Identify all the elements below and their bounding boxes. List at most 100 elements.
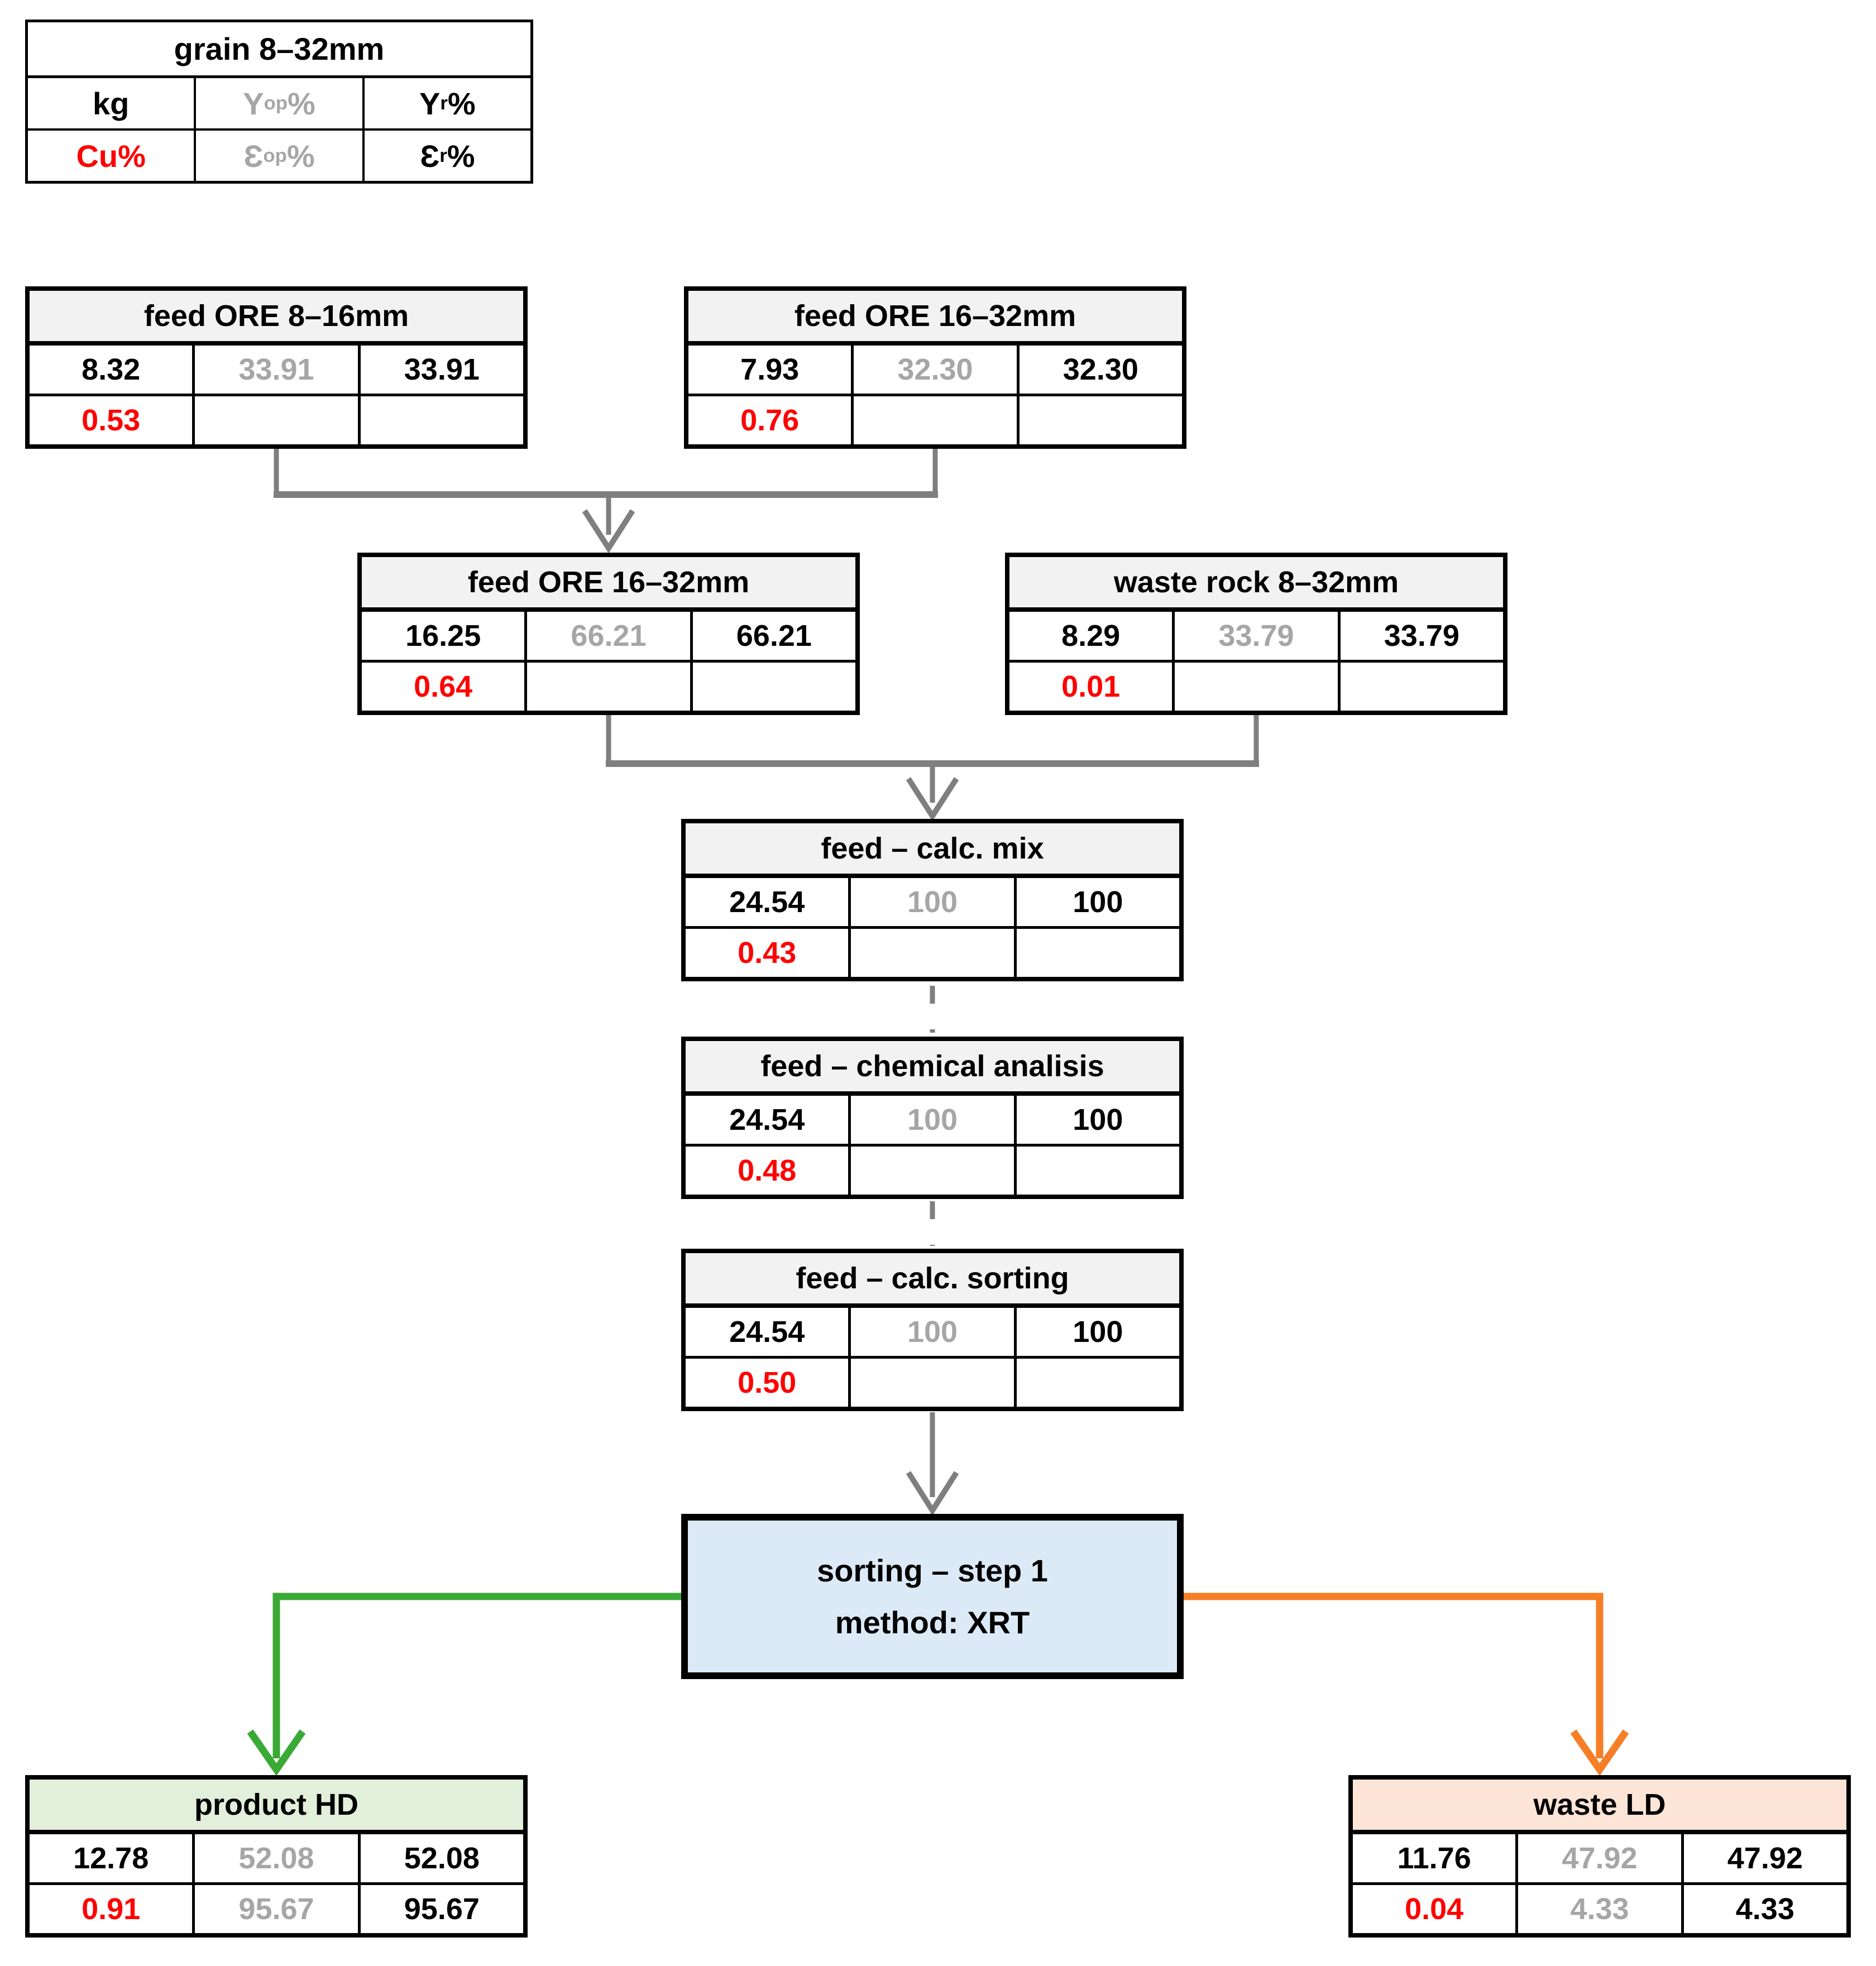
legend-title: grain 8–32mm: [28, 22, 530, 78]
arrowhead-product: [247, 1729, 306, 1776]
cell-rec-r: [1020, 396, 1182, 444]
cell-yield-r: 32.30: [1063, 353, 1138, 386]
table-row: 11.76 47.92 47.92: [1353, 1834, 1846, 1885]
cell-rec-r: [693, 663, 855, 711]
cell-cu: 0.01: [1009, 663, 1175, 711]
cell-yield-op: 33.79: [1175, 612, 1341, 660]
cell-rec-op: [851, 1359, 1017, 1407]
cell-yield-op: 47.92: [1518, 1834, 1684, 1882]
cell-cu: 0.04: [1353, 1885, 1519, 1933]
cell-cu: 0.64: [362, 663, 528, 711]
cell-rec-op: [1175, 663, 1341, 711]
arrowhead-down-a: [582, 509, 635, 554]
sorting-step-label: sorting – step 1: [817, 1553, 1048, 1588]
cell-cu: 0.50: [686, 1359, 851, 1407]
table-row: 24.54 100 100: [686, 1096, 1179, 1147]
table-row: 0.43: [686, 929, 1179, 977]
product-path: [272, 1593, 681, 1758]
table-waste-ld: waste LD 11.76 47.92 47.92 0.04 4.33 4.3…: [1348, 1775, 1851, 1938]
sorting-method-label: method: XRT: [835, 1605, 1030, 1640]
table-feed-calc-sorting: feed – calc. sorting 24.54 100 100 0.50: [681, 1249, 1184, 1411]
table-row: 0.01: [1009, 663, 1503, 711]
arrowhead-down-b: [906, 777, 959, 822]
table-row: 0.04 4.33 4.33: [1353, 1885, 1846, 1933]
cell-kg: 7.93: [688, 346, 854, 394]
cell-yield-r: 33.91: [404, 353, 480, 386]
table-title: feed – chemical analisis: [686, 1041, 1179, 1096]
table-title: feed ORE 16–32mm: [362, 557, 855, 612]
cell-yield-r: 33.79: [1384, 619, 1459, 653]
cell-rec-r: [1341, 663, 1503, 711]
table-row: 0.64: [362, 663, 855, 711]
arrowhead-down-sorting: [906, 1471, 959, 1516]
table-title: waste LD: [1353, 1780, 1846, 1834]
cell-yield-op: 100: [851, 878, 1017, 926]
cell-yield-op: 100: [851, 1096, 1017, 1144]
cell-rec-r: [1017, 1359, 1179, 1407]
table-row: 12.78 52.08 52.08: [30, 1834, 523, 1885]
cell-yield-r: 100: [1073, 1315, 1123, 1349]
table-title: feed – calc. mix: [686, 823, 1179, 878]
table-row: 0.91 95.67 95.67: [30, 1885, 523, 1933]
table-feed-chemical-analysis: feed – chemical analisis 24.54 100 100 0…: [681, 1037, 1184, 1199]
cell-kg: 8.29: [1009, 612, 1175, 660]
cell-yield-op: 33.91: [195, 346, 361, 394]
table-row: 0.53: [30, 396, 523, 444]
table-feed-ore-16-32-mix: feed ORE 16–32mm 16.25 66.21 66.21 0.64: [357, 553, 860, 715]
table-feed-ore-8-16: feed ORE 8–16mm 8.32 33.91 33.91 0.53: [25, 286, 528, 449]
cell-kg: 16.25: [362, 612, 528, 660]
cell-kg: 8.32: [30, 346, 195, 394]
table-row: 0.76: [688, 396, 1182, 444]
table-row: 16.25 66.21 66.21: [362, 612, 855, 663]
table-row: 8.32 33.91 33.91: [30, 346, 523, 396]
cell-rec-r: 95.67: [404, 1892, 480, 1926]
table-title: waste rock 8–32mm: [1009, 557, 1503, 612]
cell-rec-op: 4.33: [1518, 1885, 1684, 1933]
cell-cu: 0.91: [30, 1885, 195, 1933]
cell-yield-r: 100: [1073, 1103, 1123, 1137]
cell-rec-op: [195, 396, 361, 444]
table-title: feed ORE 16–32mm: [688, 291, 1182, 346]
cell-cu: 0.48: [686, 1147, 851, 1195]
cell-kg: 11.76: [1353, 1834, 1519, 1882]
cell-kg: 24.54: [686, 1308, 851, 1356]
cell-rec-op: [851, 929, 1017, 977]
legend-kg: kg: [28, 78, 197, 128]
table-row: 0.50: [686, 1359, 1179, 1407]
cell-yield-op: 52.08: [195, 1834, 361, 1882]
cell-cu: 0.43: [686, 929, 851, 977]
cell-rec-r: 4.33: [1735, 1892, 1794, 1926]
table-feed-ore-16-32: feed ORE 16–32mm 7.93 32.30 32.30 0.76: [684, 286, 1186, 449]
sorting-step-box: sorting – step 1 method: XRT: [681, 1514, 1184, 1679]
table-title: product HD: [30, 1780, 523, 1834]
table-feed-calc-mix: feed – calc. mix 24.54 100 100 0.43: [681, 819, 1184, 981]
legend-cu-grade: Cu%: [28, 131, 197, 181]
cell-yield-r: 47.92: [1727, 1842, 1803, 1875]
cell-yield-r: 66.21: [736, 619, 812, 653]
table-product-hd: product HD 12.78 52.08 52.08 0.91 95.67 …: [25, 1775, 528, 1938]
cell-rec-op: [854, 396, 1020, 444]
cell-cu: 0.76: [688, 396, 854, 444]
waste-path: [1184, 1593, 1604, 1758]
cell-yield-r: 52.08: [404, 1842, 480, 1875]
table-row: 8.29 33.79 33.79: [1009, 612, 1503, 663]
cell-rec-r: [1017, 929, 1179, 977]
table-waste-rock: waste rock 8–32mm 8.29 33.79 33.79 0.01: [1005, 553, 1508, 715]
table-title: feed – calc. sorting: [686, 1253, 1179, 1308]
cell-kg: 12.78: [30, 1834, 195, 1882]
cell-yield-r: 100: [1073, 885, 1123, 919]
cell-yield-op: 32.30: [854, 346, 1020, 394]
cell-kg: 24.54: [686, 1096, 851, 1144]
table-row: 24.54 100 100: [686, 1308, 1179, 1359]
table-title: feed ORE 8–16mm: [30, 291, 523, 346]
cell-rec-op: [527, 663, 693, 711]
cell-cu: 0.53: [30, 396, 195, 444]
